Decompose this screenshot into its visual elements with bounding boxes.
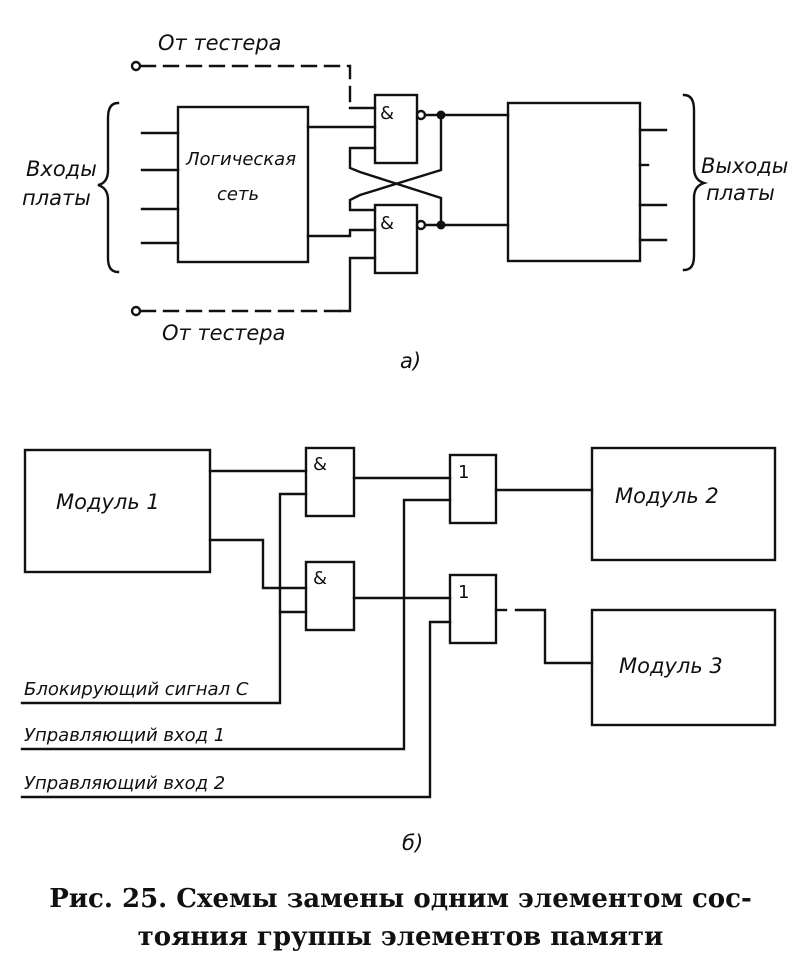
feedback-wire-1 — [348, 113, 443, 212]
tester-bottom-terminal — [130, 305, 142, 317]
logic-to-gate2-wire — [306, 228, 377, 238]
control-input-2-wire — [20, 620, 452, 799]
inputs-label-line1: Входы — [26, 157, 97, 181]
control-input-2-label: Управляющий вход 2 — [24, 773, 225, 794]
module1-box — [23, 448, 212, 574]
feedback-wire-2 — [348, 146, 443, 227]
logic-label-line1: Логическая — [185, 149, 296, 170]
part-a-sublabel: а) — [400, 349, 421, 373]
module1-to-and2-wire — [208, 538, 308, 590]
inputs-brace — [97, 101, 120, 274]
tester-bottom-wire — [338, 256, 377, 313]
or-gate-b2 — [448, 573, 498, 645]
or2-to-module3-wire-b — [514, 608, 594, 665]
module1-label: Модуль 1 — [56, 490, 160, 514]
from-tester-bottom-label: От тестера — [162, 321, 286, 345]
junction-dot-1 — [436, 110, 446, 120]
inputs-label-line2: платы — [22, 186, 91, 210]
logic-label-line2: сеть — [217, 184, 259, 205]
and-gate-b1-symbol: & — [313, 454, 327, 475]
tester-top-terminal — [130, 60, 142, 72]
and-gate-b1 — [304, 446, 356, 518]
and-gate-2-symbol: & — [380, 213, 394, 234]
and-gate-1-symbol: & — [380, 103, 394, 124]
control-input-1-label: Управляющий вход 1 — [24, 725, 225, 746]
and-gate-2 — [373, 203, 419, 275]
from-tester-top-label: От тестера — [158, 31, 282, 55]
part-b-sublabel: б) — [402, 831, 423, 855]
blocking-signal-wire — [20, 492, 308, 705]
caption-line-2: тояния группы элементов памяти — [137, 922, 664, 952]
outputs-label-line1: Выходы — [701, 154, 788, 178]
and-gate-b2 — [304, 560, 356, 632]
module3-box — [590, 608, 777, 727]
outputs-brace — [682, 93, 709, 272]
or-gate-b1-symbol: 1 — [458, 462, 469, 483]
blocking-signal-label: Блокирующий сигнал С — [24, 679, 249, 700]
or-gate-b2-symbol: 1 — [458, 582, 469, 603]
module3-label: Модуль 3 — [619, 654, 723, 678]
control-input-1-wire — [20, 498, 452, 751]
or-gate-b1 — [448, 453, 498, 525]
outputs-label-line2: платы — [706, 181, 775, 205]
caption-line-1: Рис. 25. Схемы замены одним элементом со… — [49, 884, 752, 914]
module2-box — [590, 446, 777, 562]
junction-dot-2 — [436, 220, 446, 230]
figure-caption: Рис. 25. Схемы замены одним элементом со… — [0, 880, 801, 956]
and-gate-b2-symbol: & — [313, 568, 327, 589]
and-gate-1 — [373, 93, 419, 165]
module2-label: Модуль 2 — [615, 484, 719, 508]
output-block-box — [506, 101, 642, 263]
logic-network-box — [176, 105, 310, 264]
tester-top-dashed-wire — [139, 64, 352, 110]
